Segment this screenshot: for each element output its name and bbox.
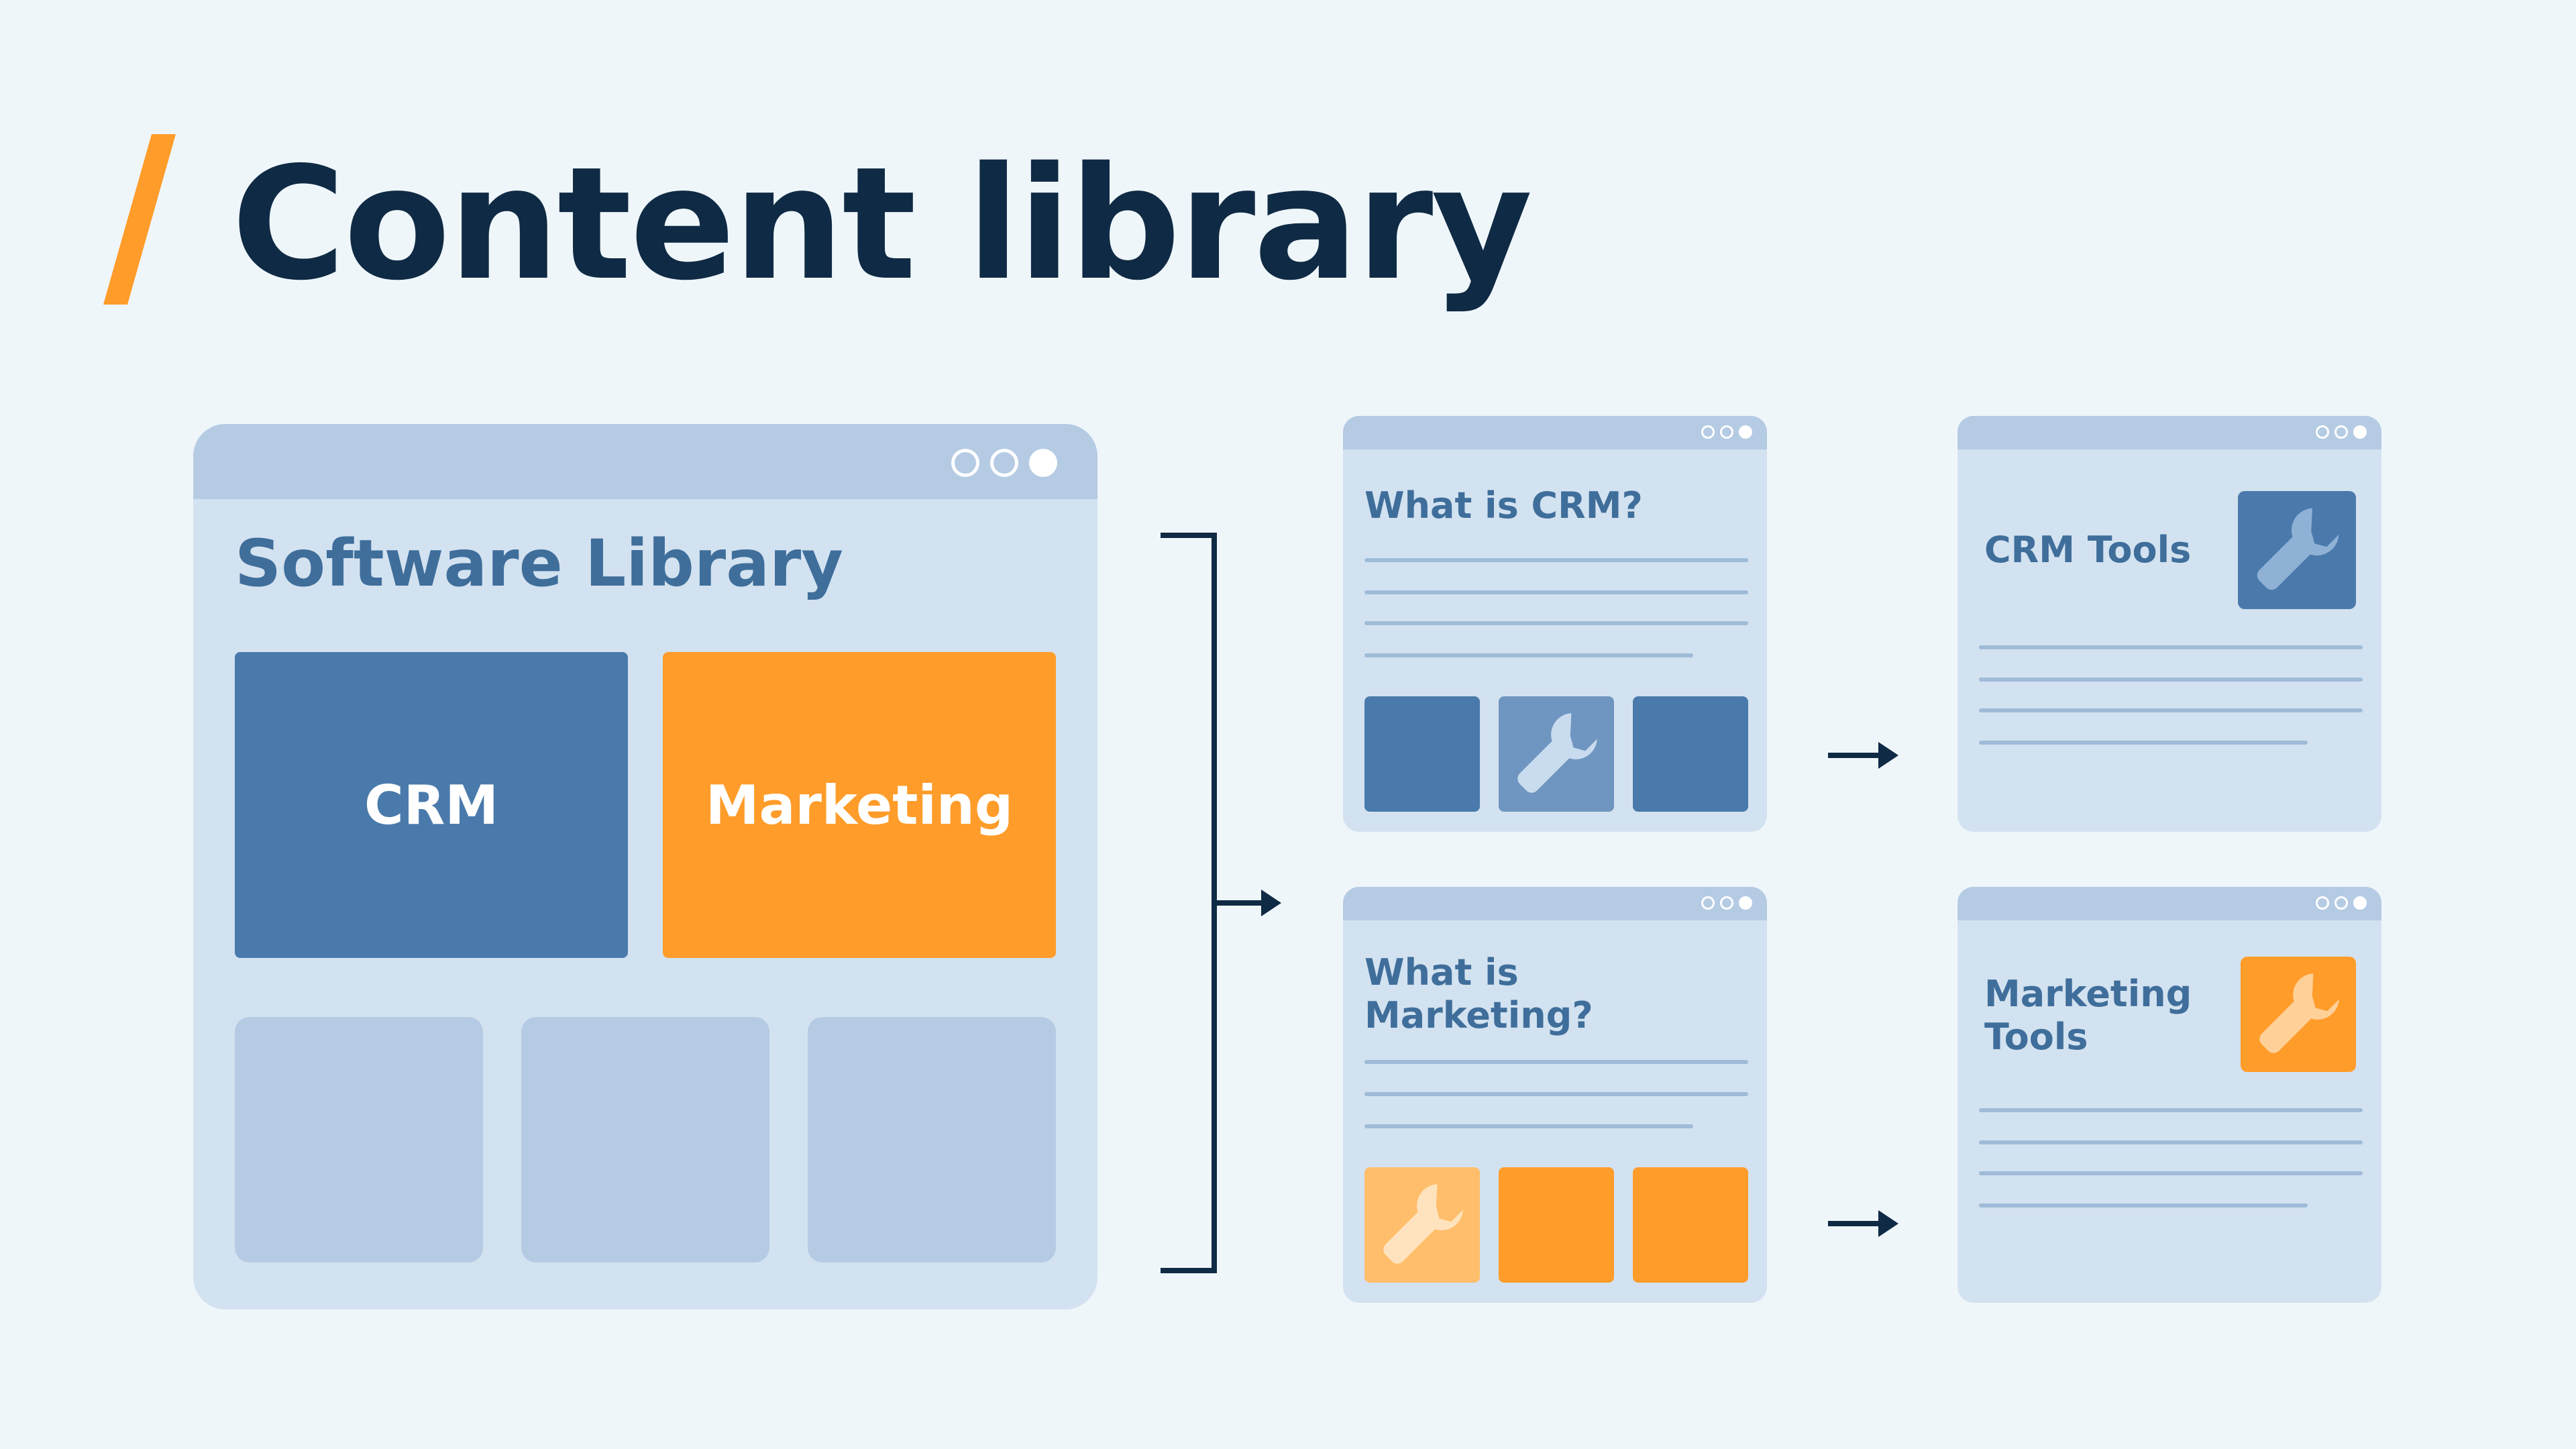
- wrench-icon: [1499, 696, 1614, 812]
- tools-window-marketing: Marketing Tools: [1957, 887, 2381, 1303]
- window-dot-icon[interactable]: [1739, 896, 1752, 910]
- article-window-crm: What is CRM?: [1343, 416, 1767, 832]
- thumbnail-block: [1633, 696, 1748, 812]
- article-window-marketing: What is Marketing?: [1343, 887, 1767, 1303]
- window-titlebar: [1343, 416, 1767, 449]
- window-titlebar: [1957, 887, 2381, 920]
- window-dot-icon[interactable]: [951, 449, 979, 477]
- placeholder-tile: [235, 1017, 483, 1263]
- window-dot-icon[interactable]: [1739, 425, 1752, 439]
- text-line: [1364, 1060, 1748, 1064]
- text-line: [1979, 1203, 2308, 1208]
- placeholder-tile: [521, 1017, 769, 1263]
- window-dot-icon[interactable]: [1720, 425, 1733, 439]
- arrow-icon: [1214, 890, 1281, 916]
- software-library-window: Software Library CRM Marketing: [193, 424, 1097, 1309]
- wrench-icon: [2238, 491, 2356, 609]
- window-controls: [2316, 896, 2367, 910]
- text-line: [1979, 645, 2363, 649]
- window-dot-icon[interactable]: [990, 449, 1018, 477]
- thumbnail-block: [1499, 1167, 1614, 1283]
- text-line: [1364, 1092, 1748, 1096]
- window-titlebar: [193, 424, 1097, 499]
- text-line: [1979, 741, 2308, 745]
- window-dot-icon[interactable]: [1029, 449, 1057, 477]
- arrow-icon: [1828, 742, 1898, 769]
- text-line: [1364, 1124, 1693, 1128]
- text-line: [1364, 590, 1748, 594]
- window-dot-icon[interactable]: [1701, 425, 1715, 439]
- placeholder-tile: [808, 1017, 1056, 1263]
- text-line: [1979, 1171, 2363, 1175]
- bracket-connector: [1161, 533, 1217, 1273]
- window-dot-icon[interactable]: [2316, 896, 2329, 910]
- text-line: [1979, 678, 2363, 682]
- text-line: [1979, 1140, 2363, 1144]
- wrench-icon: [1364, 1167, 1480, 1283]
- article-title: What is Marketing?: [1364, 951, 1593, 1036]
- window-dot-icon[interactable]: [2353, 896, 2367, 910]
- tools-title: CRM Tools: [1984, 529, 2192, 571]
- page-title: Content library: [231, 133, 1533, 315]
- thumbnail-block: [1364, 696, 1480, 812]
- thumbnail-block: [1633, 1167, 1748, 1283]
- library-title: Software Library: [235, 526, 843, 601]
- window-controls: [951, 449, 1057, 477]
- crm-tile-label: CRM: [364, 773, 498, 837]
- marketing-tile[interactable]: Marketing: [663, 652, 1056, 958]
- window-dot-icon[interactable]: [2334, 425, 2348, 439]
- tools-window-crm: CRM Tools: [1957, 416, 2381, 832]
- window-titlebar: [1343, 887, 1767, 920]
- text-line: [1364, 653, 1693, 657]
- text-line: [1979, 1108, 2363, 1112]
- text-line: [1364, 621, 1748, 625]
- window-dot-icon[interactable]: [2353, 425, 2367, 439]
- window-dot-icon[interactable]: [1720, 896, 1733, 910]
- article-title: What is CRM?: [1364, 484, 1643, 527]
- window-controls: [1701, 896, 1752, 910]
- marketing-tile-label: Marketing: [705, 773, 1014, 837]
- tools-title: Marketing Tools: [1984, 973, 2192, 1058]
- window-dot-icon[interactable]: [2334, 896, 2348, 910]
- wrench-icon: [2241, 957, 2356, 1072]
- window-controls: [1701, 425, 1752, 439]
- accent-slash-icon: [103, 134, 176, 305]
- window-controls: [2316, 425, 2367, 439]
- window-dot-icon[interactable]: [1701, 896, 1715, 910]
- crm-tile[interactable]: CRM: [235, 652, 628, 958]
- arrow-icon: [1828, 1210, 1898, 1237]
- window-titlebar: [1957, 416, 2381, 449]
- text-line: [1979, 708, 2363, 712]
- text-line: [1364, 558, 1748, 562]
- window-dot-icon[interactable]: [2316, 425, 2329, 439]
